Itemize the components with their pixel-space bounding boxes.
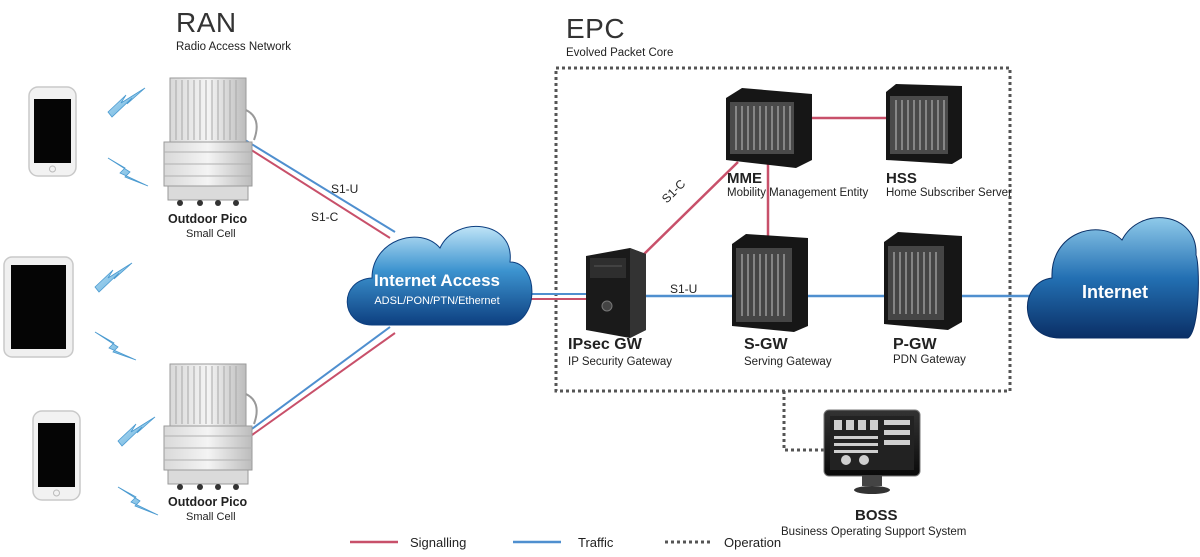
wireless-bolts [94,87,159,516]
mme-name: MME [727,170,762,187]
boss-desc: Business Operating Support System [781,526,967,538]
boss-monitor [823,409,921,494]
sgw-device [732,234,808,332]
internet-access-desc: ADSL/PON/PTN/Ethernet [374,295,500,307]
epc-subtitle: Evolved Packet Core [566,47,674,59]
pico-bottom-name: Outdoor Pico [168,495,248,509]
pico-bottom-device [163,363,258,490]
hss-name: HSS [886,170,917,187]
internet-access-cloud [346,225,533,326]
s1c-ran-label: S1-C [311,210,339,224]
pico-top-name: Outdoor Pico [168,212,248,226]
ran-title: RAN [176,7,237,38]
ran-subtitle: Radio Access Network [176,41,292,53]
mme-device [726,88,812,168]
epc-title: EPC [566,13,626,44]
phone-top [28,86,77,177]
internet-access-title: Internet Access [374,271,500,290]
sgw-name: S-GW [744,336,788,353]
legend-signalling-label: Signalling [410,535,467,550]
internet-cloud [1027,217,1199,339]
legend-traffic-label: Traffic [578,535,614,550]
pico-top-device [163,77,258,206]
ipsec-gw-device [586,248,646,338]
sgw-desc: Serving Gateway [744,356,832,368]
pico-bottom-desc: Small Cell [186,511,236,523]
boss-name: BOSS [855,507,898,524]
phone-bottom [32,410,81,501]
ran-top-links [244,139,396,239]
ran-bottom-links [244,326,396,441]
pgw-name: P-GW [893,336,937,353]
hss-device [886,84,962,164]
s1u-epc-label: S1-U [670,282,698,296]
ipsec-name: IPsec GW [568,336,642,353]
legend-operation-label: Operation [724,535,782,550]
hss-desc: Home Subscriber Server [886,187,1012,199]
s1u-ran-label: S1-U [331,182,359,196]
ipsec-desc: IP Security Gateway [568,356,672,368]
pgw-desc: PDN Gateway [893,354,966,366]
pico-top-desc: Small Cell [186,228,236,240]
tablet-middle [3,256,74,358]
ipsec-mme-link [639,161,739,259]
internet-title: Internet [1081,282,1148,302]
pgw-device [884,232,962,330]
operation-link [782,391,826,452]
mme-desc: Mobility Management Entity [727,187,869,199]
